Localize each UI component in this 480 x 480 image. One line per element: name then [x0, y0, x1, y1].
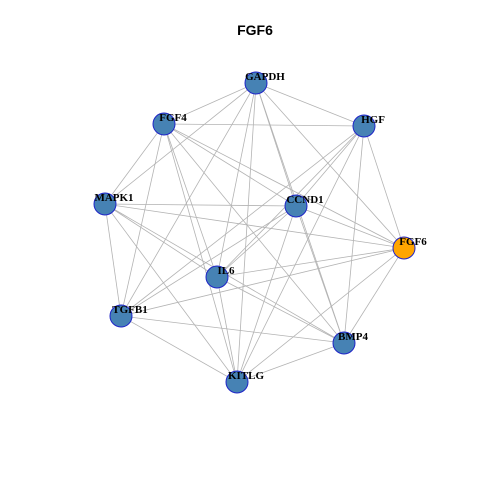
edge-mapk1-fgf6 [104, 203, 405, 249]
edge-ccnd1-tgfb1 [120, 205, 297, 317]
edge-hgf-tgfb1 [120, 125, 365, 317]
node-label-fgf4: FGF4 [159, 112, 187, 124]
edge-hgf-fgf6 [363, 125, 405, 249]
edge-fgf6-kitlg [236, 247, 405, 383]
node-il6 [205, 265, 229, 289]
edge-layer [104, 82, 405, 383]
edge-fgf4-fgf6 [163, 123, 405, 249]
node-layer [93, 71, 416, 394]
edge-fgf4-ccnd1 [163, 123, 297, 207]
edge-mapk1-il6 [104, 203, 218, 278]
edge-mapk1-tgfb1 [104, 203, 122, 317]
edge-hgf-bmp4 [343, 125, 365, 344]
node-mapk1 [93, 192, 117, 216]
edge-gapdh-hgf [255, 82, 365, 127]
edge-ccnd1-kitlg [236, 205, 297, 383]
node-tgfb1 [109, 304, 133, 328]
edge-ccnd1-il6 [216, 205, 297, 278]
node-hgf [352, 114, 376, 138]
edge-fgf6-tgfb1 [120, 247, 405, 317]
node-label-fgf6: FGF6 [399, 236, 427, 248]
node-label-mapk1: MAPK1 [94, 192, 133, 204]
edge-gapdh-kitlg [236, 82, 257, 383]
node-bmp4 [332, 331, 356, 355]
node-gapdh [244, 71, 268, 95]
edge-gapdh-ccnd1 [255, 82, 297, 207]
edge-fgf4-kitlg [163, 123, 238, 383]
edge-hgf-ccnd1 [295, 125, 365, 207]
edge-gapdh-il6 [216, 82, 257, 278]
node-label-hgf: HGF [361, 114, 385, 126]
edge-gapdh-tgfb1 [120, 82, 257, 317]
edge-fgf4-il6 [163, 123, 218, 278]
edge-tgfb1-kitlg [120, 315, 238, 383]
node-kitlg [225, 370, 249, 394]
node-label-bmp4: BMP4 [338, 331, 368, 343]
edge-mapk1-kitlg [104, 203, 238, 383]
node-label-gapdh: GAPDH [245, 71, 285, 83]
edge-fgf6-il6 [216, 247, 405, 278]
edge-hgf-kitlg [236, 125, 365, 383]
edge-fgf4-mapk1 [104, 123, 165, 205]
graph-title: FGF6 [237, 22, 273, 38]
node-fgf6 [392, 236, 416, 260]
edge-kitlg-bmp4 [236, 342, 345, 383]
edge-ccnd1-bmp4 [295, 205, 345, 344]
edge-fgf6-bmp4 [343, 247, 405, 344]
edge-gapdh-fgf4 [163, 82, 257, 125]
edge-mapk1-ccnd1 [104, 203, 297, 207]
edge-il6-bmp4 [216, 276, 345, 344]
edge-ccnd1-fgf6 [295, 205, 405, 249]
node-fgf4 [152, 112, 176, 136]
node-label-il6: IL6 [217, 265, 235, 277]
edge-il6-kitlg [216, 276, 238, 383]
node-label-ccnd1: CCND1 [286, 194, 323, 206]
label-layer: GAPDH FGF4 HGF MAPK1 CCND1FGF6IL6TGFB1BMP4KI… [94, 71, 427, 382]
edge-tgfb1-bmp4 [120, 315, 345, 344]
node-ccnd1 [284, 194, 308, 218]
node-label-tgfb1: TGFB1 [112, 304, 147, 316]
edge-fgf4-hgf [163, 123, 365, 127]
node-label-kitlg: KITLG [228, 370, 265, 382]
edge-fgf4-bmp4 [163, 123, 345, 344]
edge-fgf4-tgfb1 [120, 123, 165, 317]
